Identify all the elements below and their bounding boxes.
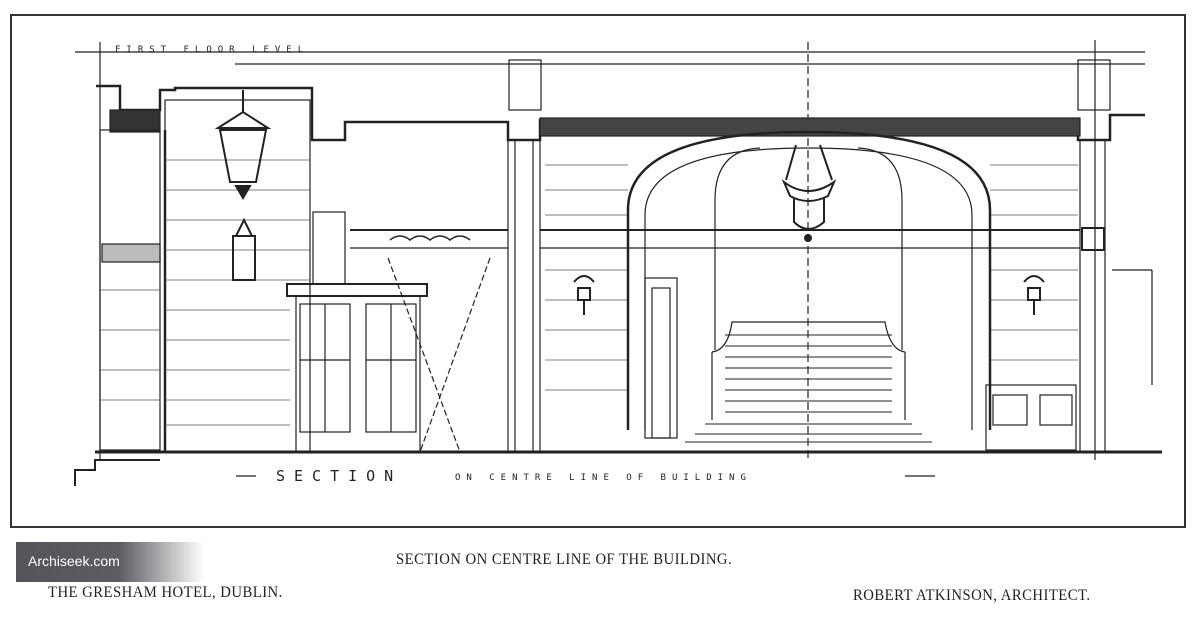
left-steps: [74, 459, 160, 486]
section-label: SECTION: [276, 467, 402, 485]
beam-box-left: [508, 59, 542, 111]
left-wall: [99, 99, 311, 453]
wall-sconce-right-icon: [1023, 275, 1045, 315]
watermark-badge: Archiseek.com: [16, 542, 204, 582]
cornice-frieze: [539, 117, 1081, 137]
cornice-left: [109, 109, 161, 133]
chandelier-icon: [781, 144, 837, 242]
first-floor-label: FIRST FLOOR LEVEL: [115, 45, 309, 55]
staircase: [685, 321, 932, 443]
wall-sconce-left-icon: [573, 275, 595, 315]
hanging-lantern-icon: [214, 90, 272, 200]
building-name: THE GRESHAM HOTEL, DUBLIN.: [48, 584, 283, 601]
central-bay: [350, 139, 541, 453]
arched-hall: [540, 130, 1153, 452]
beam-box-right: [1077, 59, 1111, 111]
wall-lantern-icon: [232, 217, 256, 281]
drawing-frame: [10, 14, 1186, 528]
section-sublabel: ON CENTRE LINE OF BUILDING: [455, 473, 752, 483]
drawing-caption-title: SECTION ON CENTRE LINE OF THE BUILDING.: [396, 551, 733, 568]
watermark-text: Archiseek.com: [28, 553, 120, 569]
architect-name: ROBERT ATKINSON, ARCHITECT.: [853, 587, 1091, 604]
ceiling-profile: [96, 84, 1145, 142]
